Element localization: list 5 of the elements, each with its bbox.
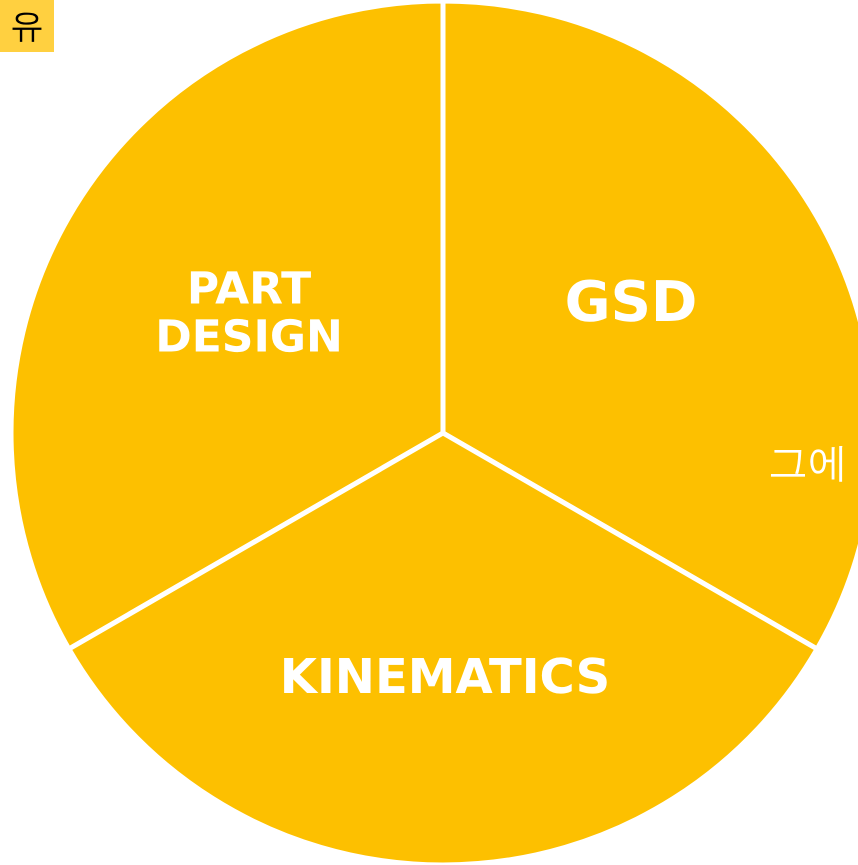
- sector-label: PART DESIGN: [154, 265, 344, 361]
- corner-tag: 유: [0, 0, 54, 52]
- sector-label: GSD: [564, 272, 698, 334]
- sector-label: KINEMATICS: [278, 652, 612, 704]
- side-text: 그에: [768, 439, 848, 488]
